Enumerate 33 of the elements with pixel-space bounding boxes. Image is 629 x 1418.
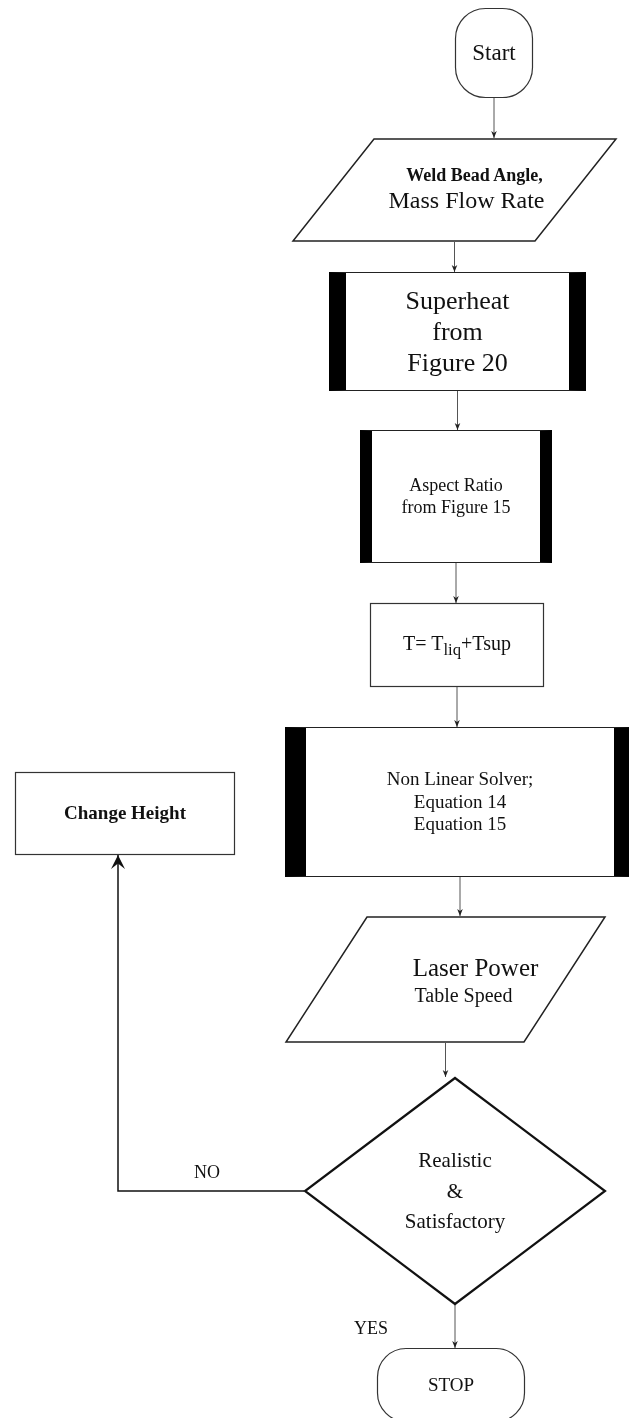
connector-arrow [454, 390, 461, 431]
node-text: T= T$_{liq}$+Tsup [403, 630, 511, 660]
node-text: Superheat from Figure 20 [404, 284, 511, 379]
edge-label: YES [352, 1319, 390, 1337]
edge-label: NO [192, 1163, 222, 1181]
connector-arrow [453, 562, 459, 604]
node-text: Weld Bead Angle, [406, 164, 543, 187]
decision-diamond [304, 1077, 606, 1305]
predefined-process-box [360, 430, 552, 563]
node-text: Table Speed [414, 982, 513, 1007]
node-text: Start [472, 39, 516, 67]
stop-terminator [377, 1348, 525, 1418]
connector-arrow [457, 876, 463, 917]
node-text: Change Height [64, 802, 186, 825]
input-parallelogram [292, 138, 617, 242]
node-text: Realistic & Satisfactory [403, 1147, 507, 1236]
node-text: Laser Power [412, 952, 539, 983]
node-text: Aspect Ratio from Figure 15 [400, 474, 512, 519]
process-box [370, 603, 544, 687]
node-text: Non Linear Solver; Equation 14 Equation 15 [385, 767, 535, 837]
connector-arrow [491, 97, 497, 139]
start-terminator [455, 8, 533, 98]
output-parallelogram [285, 916, 606, 1043]
node-text: Mass Flow Rate [388, 186, 545, 216]
connector-arrow [452, 1304, 458, 1349]
predefined-process-box [285, 727, 629, 877]
connector-arrow [454, 686, 460, 728]
process-box [15, 772, 235, 855]
node-text: STOP [427, 1373, 475, 1397]
predefined-process-box [329, 272, 586, 391]
connector-arrow [442, 1042, 449, 1078]
connector-arrow [111, 854, 305, 1192]
connector-arrow [451, 241, 458, 273]
